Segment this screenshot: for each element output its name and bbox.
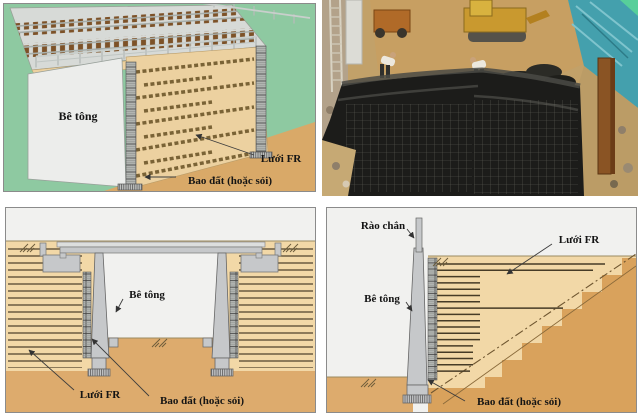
deck-top-band	[56, 241, 266, 248]
surface-hatch-marks	[360, 257, 449, 388]
concrete-pillar	[345, 0, 363, 65]
leader-geogrid	[195, 133, 255, 156]
soil-under-bridge	[101, 338, 221, 412]
timber-post	[597, 57, 615, 175]
front-railing	[35, 35, 257, 68]
soil-bag-column-left	[82, 271, 92, 359]
bearing-left	[59, 252, 67, 259]
stone	[342, 180, 350, 188]
worker-left	[380, 52, 396, 78]
orange-machine	[373, 9, 411, 38]
label-soil-bag: Bao đất (hoặc sỏi)	[477, 396, 561, 408]
leader-barrier	[406, 228, 415, 239]
excavator	[463, 0, 550, 42]
wall-toe-left	[108, 337, 119, 348]
soil-bag-column-right	[229, 271, 239, 359]
ladder	[329, 0, 343, 93]
leader-geogrid	[506, 243, 553, 275]
panel-top-left-illustration: Bê tông Lưới FR Bao đất (hoặc sỏi)	[3, 3, 316, 192]
geogrid-layers	[135, 57, 255, 178]
label-concrete: Bê tông	[129, 289, 165, 301]
barrier-post	[415, 217, 423, 253]
panel-bottom-right-section: Rào chắn Lưới FR Bê tông Bao đất (hoặc s…	[326, 207, 637, 413]
label-concrete: Bê tông	[364, 293, 400, 305]
wall-cross-section: Rào chắn Lưới FR Bê tông Bao đất (hoặc s…	[327, 208, 636, 412]
panel-bottom-left-section: Bê tông Lưới FR Bao đất (hoặc sỏi)	[5, 207, 316, 413]
slip-surface-dashdot-line	[430, 253, 636, 394]
fabric-fold-top	[341, 67, 581, 89]
existing-slope-steps	[469, 258, 636, 412]
wall-toe-right	[202, 337, 213, 348]
bearing-right	[255, 252, 263, 259]
label-soil-bag: Bao đất (hoặc sỏi)	[160, 395, 244, 407]
bridge-cross-section: Bê tông Lưới FR Bao đất (hoặc sỏi)	[6, 208, 315, 412]
construction-photo	[322, 0, 638, 196]
label-geogrid: Lưới FR	[261, 153, 303, 165]
sky	[6, 208, 315, 241]
leader-concrete	[405, 301, 413, 312]
leader-soil-bag	[91, 338, 150, 397]
soil-bag-column	[427, 257, 438, 381]
footing-right	[210, 357, 234, 377]
slope-boundary-line	[442, 265, 636, 405]
wire-mesh-right-face	[474, 100, 578, 194]
leader-soil-bag	[427, 379, 466, 402]
soil-bag-column-front	[125, 61, 137, 185]
label-soil-bag: Bao đất (hoặc sỏi)	[188, 175, 272, 187]
label-concrete: Bê tông	[59, 109, 98, 123]
stone	[332, 162, 340, 170]
anchor-block-left	[39, 242, 81, 273]
footing-front	[117, 183, 143, 191]
panel-top-right-photo	[322, 0, 638, 196]
soil-bag-column-right	[255, 45, 267, 153]
leader-concrete	[115, 298, 124, 313]
footing-right	[249, 151, 273, 159]
label-barrier: Rào chắn	[361, 220, 405, 232]
surface-hatch-marks	[19, 243, 299, 348]
wall-footing	[402, 384, 432, 404]
leader-geogrid	[28, 349, 75, 391]
footing-left	[87, 357, 111, 377]
ground-left	[327, 377, 413, 412]
label-geogrid: Lưới FR	[559, 234, 601, 246]
underpass-opening	[102, 246, 219, 338]
far-railing	[202, 4, 311, 24]
abutment-wall-left	[90, 252, 110, 359]
wire-mesh-left-face	[346, 104, 472, 192]
label-geogrid: Lưới FR	[80, 389, 122, 401]
illustration-railway-abutment: Bê tông Lưới FR Bao đất (hoặc sỏi)	[4, 4, 315, 191]
geogrid-layers	[437, 263, 605, 372]
deck-slab	[59, 246, 263, 254]
